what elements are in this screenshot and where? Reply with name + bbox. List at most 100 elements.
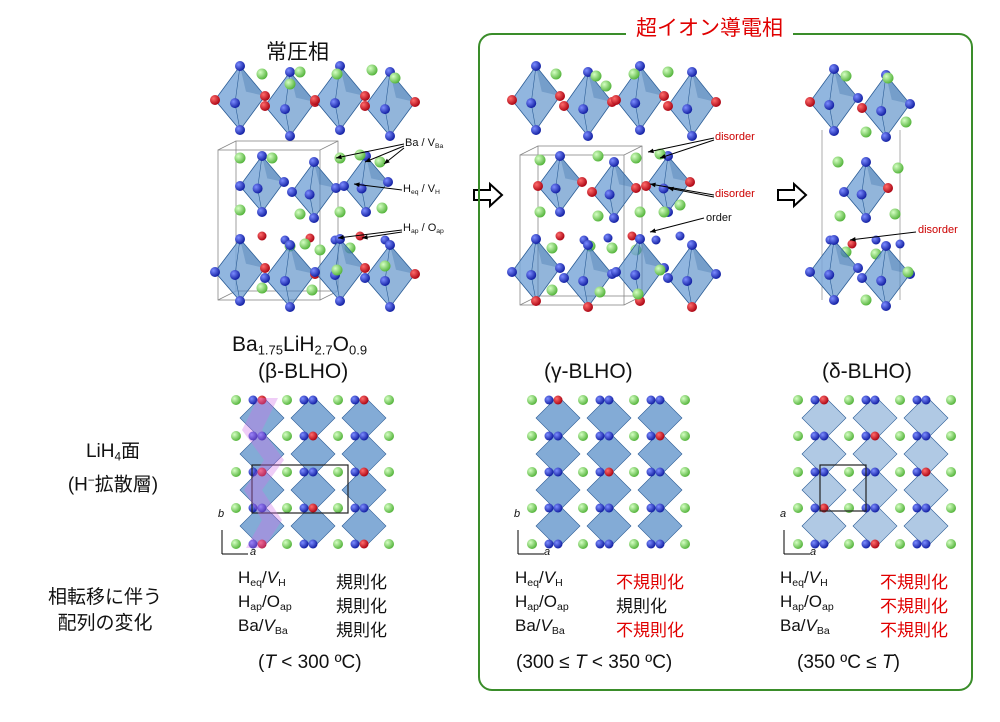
delta-row-hap: Hap/Oap	[780, 592, 834, 613]
hydrogen-atom	[350, 431, 360, 441]
barium-atom	[550, 68, 562, 80]
hydrogen-atom	[380, 104, 390, 115]
annotation-pointer-line	[364, 145, 405, 163]
barium-atom	[680, 503, 690, 513]
hydrogen-atom	[870, 467, 880, 477]
hydrogen-atom	[257, 503, 267, 513]
barium-atom	[793, 395, 803, 405]
barium-atom	[527, 395, 537, 405]
barium-atom	[231, 539, 241, 549]
barium-atom	[680, 431, 690, 441]
gamma-axis-b-label: b	[514, 508, 521, 520]
hydrogen-atom	[871, 235, 881, 245]
hydrogen-atom	[287, 187, 297, 197]
beta-row-heq: Heq/VH	[238, 568, 286, 589]
annotation-pointer-line	[649, 183, 715, 196]
barium-atom	[234, 204, 246, 216]
delta-state-hap: 不規則化	[880, 597, 948, 616]
octahedron-face	[536, 66, 560, 96]
oxygen-atom	[587, 187, 597, 197]
oxygen-atom	[685, 177, 695, 187]
arrowhead-icon	[384, 158, 390, 164]
hydrogen-atom	[655, 503, 665, 513]
barium-atom	[231, 431, 241, 441]
barium-atom	[946, 503, 956, 513]
hydrogen-atom	[881, 301, 891, 311]
barium-atom	[333, 431, 343, 441]
oxygen-atom	[819, 503, 829, 513]
barium-atom	[946, 467, 956, 477]
hydrogen-atom	[870, 503, 880, 513]
oxygen-atom	[857, 103, 867, 113]
hydrogen-atom	[308, 539, 318, 549]
hydrogen-atom	[861, 213, 871, 223]
barium-atom	[389, 72, 401, 84]
oxygen-atom	[260, 263, 270, 273]
barium-atom	[674, 199, 686, 211]
hydrogen-atom	[308, 395, 318, 405]
barium-atom	[294, 208, 306, 220]
hydrogen-atom	[595, 467, 605, 477]
oxygen-atom	[359, 539, 369, 549]
barium-atom	[654, 264, 666, 276]
gamma-row-heq: Heq/VH	[515, 568, 563, 589]
unit-cell	[519, 154, 625, 306]
hydrogen-atom	[595, 431, 605, 441]
barium-atom	[578, 395, 588, 405]
barium-atom	[384, 503, 394, 513]
hydrogen-atom	[331, 183, 341, 193]
barium-atom	[629, 539, 639, 549]
hydrogen-atom	[651, 235, 661, 245]
unit-cell-edge	[217, 140, 237, 151]
barium-atom	[379, 260, 391, 272]
oxygen-atom	[308, 431, 318, 441]
hydrogen-atom	[385, 240, 395, 250]
oxygen-atom	[533, 181, 543, 191]
hydrogen-atom	[810, 539, 820, 549]
barium-atom	[333, 503, 343, 513]
oxygen-atom	[507, 95, 517, 105]
oxygen-atom	[260, 101, 270, 111]
barium-atom	[844, 395, 854, 405]
hydrogen-atom	[646, 539, 656, 549]
hydrogen-atom	[861, 395, 871, 405]
hydrogen-atom	[544, 431, 554, 441]
oxygen-atom	[410, 97, 420, 107]
barium-atom	[592, 150, 604, 162]
oxygen-atom	[257, 231, 267, 241]
barium-atom	[628, 68, 640, 80]
gamma-annotation-disorder-2: disorder	[715, 188, 755, 200]
arrowhead-icon	[365, 157, 371, 163]
hydrogen-atom	[299, 395, 309, 405]
arrowhead-icon	[650, 182, 656, 188]
barium-atom	[844, 431, 854, 441]
hydrogen-atom	[609, 213, 619, 223]
hydrogen-atom	[595, 503, 605, 513]
annotation-pointer-line	[337, 229, 403, 239]
oxygen-atom	[257, 467, 267, 477]
oxygen-atom	[883, 183, 893, 193]
barium-atom	[895, 431, 905, 441]
hydrogen-atom	[555, 151, 565, 161]
oxygen-atom	[819, 395, 829, 405]
hydrogen-atom	[646, 503, 656, 513]
barium-atom	[331, 68, 343, 80]
hydrogen-atom	[810, 431, 820, 441]
barium-atom	[844, 539, 854, 549]
hydrogen-atom	[857, 273, 867, 283]
hydrogen-atom	[839, 187, 849, 197]
oxygen-atom	[627, 231, 637, 241]
oxygen-atom	[257, 539, 267, 549]
beta-annotation-hap: Hap / Oap	[403, 222, 444, 235]
hydrogen-atom	[335, 125, 345, 135]
barium-atom	[256, 282, 268, 294]
octahedron-face	[240, 66, 265, 96]
oxygen-atom	[805, 97, 815, 107]
superionic-panel-title: 超イオン導電相	[626, 12, 793, 42]
hydrogen-atom	[682, 104, 693, 115]
oxygen-atom	[310, 95, 320, 105]
octahedron-face	[366, 156, 388, 182]
barium-atom	[629, 467, 639, 477]
hydrogen-atom	[611, 267, 621, 277]
hydrogen-atom	[330, 98, 340, 109]
